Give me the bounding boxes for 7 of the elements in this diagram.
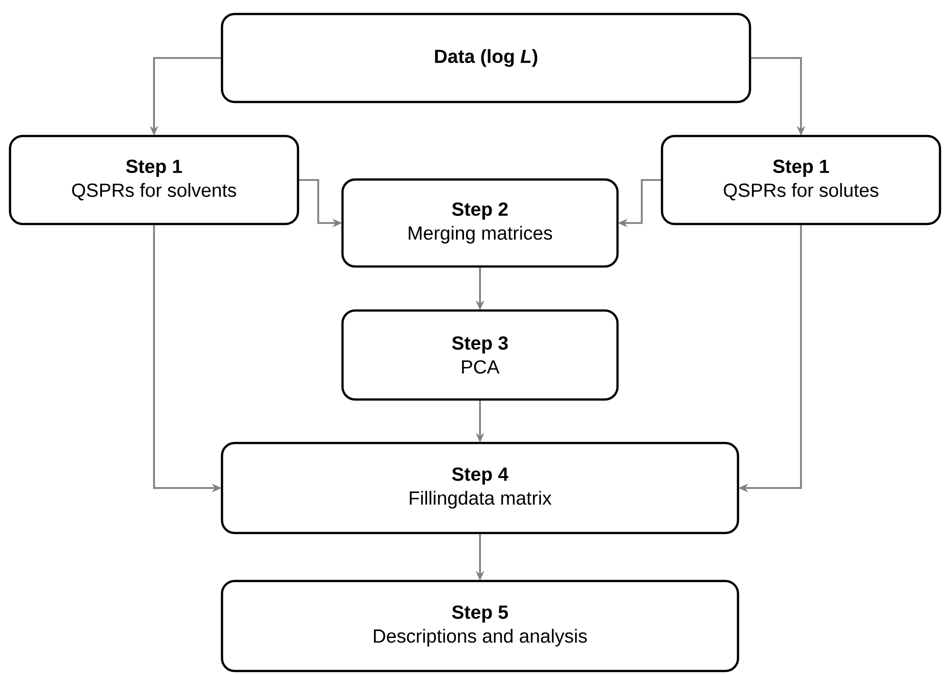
process-box: Step 4 Fillingdata matrix [220,442,740,534]
process-box: Step 1 QSPRs for solvents [8,134,300,226]
process-box: Step 3 PCA [341,309,619,401]
process-box: Step 2 Merging matrices [341,178,619,268]
process-box: Data (log L) [220,12,752,104]
process-box: Step 5 Descriptions and analysis [220,580,740,672]
process-box: Step 1 QSPRs for solutes [660,134,942,226]
